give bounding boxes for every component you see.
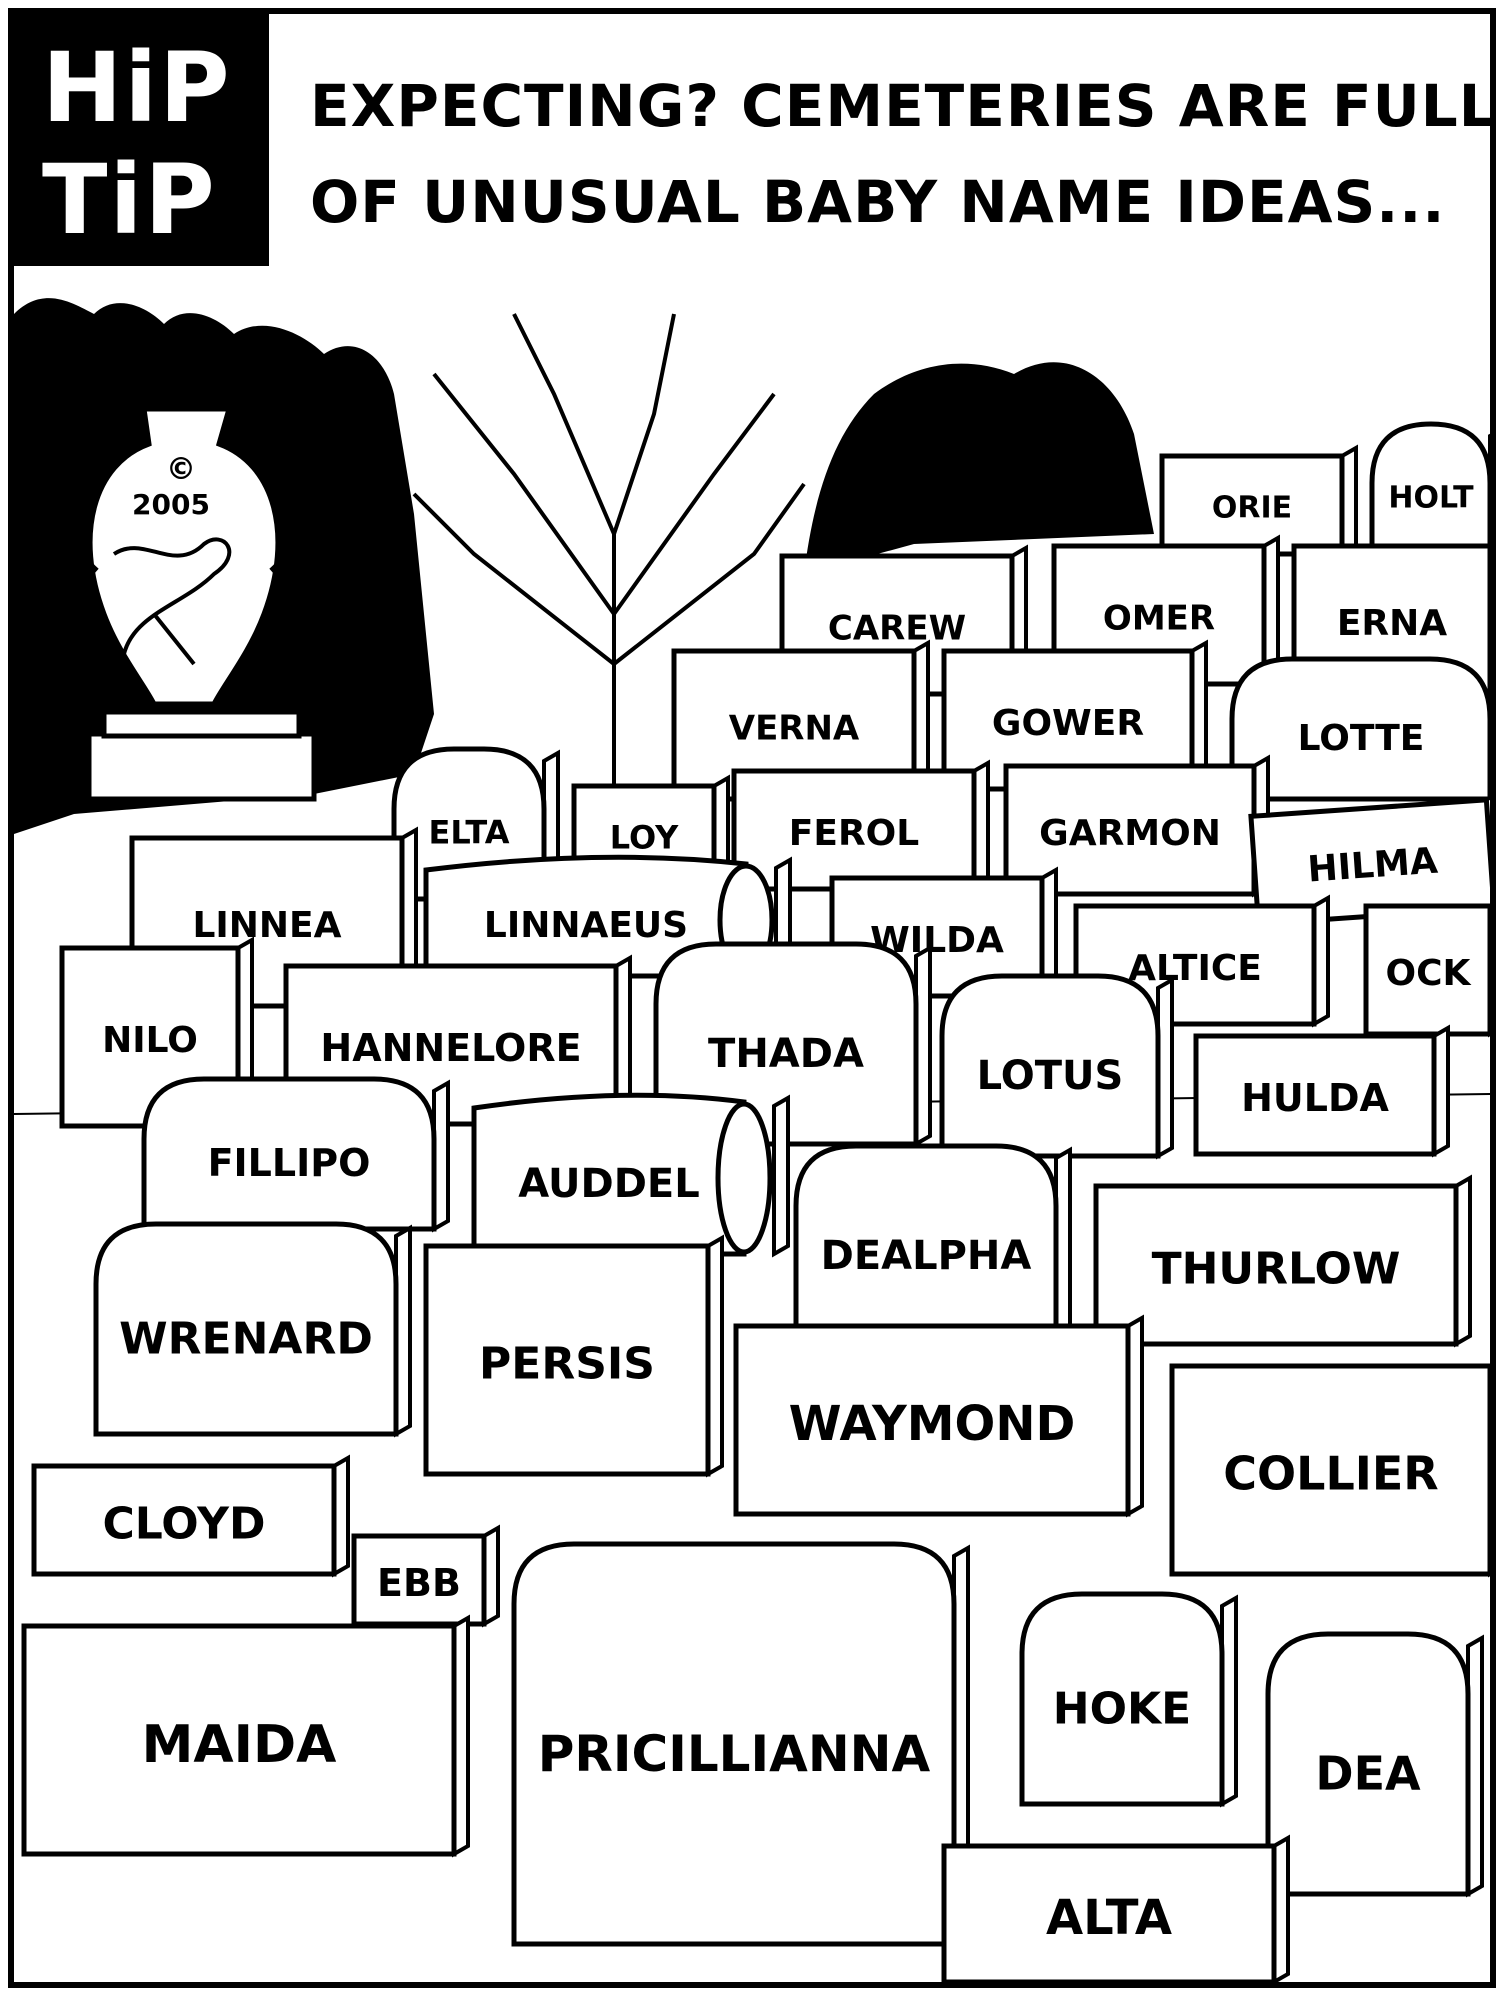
- tombstone-face: [1093, 1183, 1459, 1347]
- tombstone-maida: MAIDA: [21, 1614, 470, 1858]
- tombstone-face: [939, 973, 1161, 1159]
- tombstone-face: [1265, 1631, 1471, 1897]
- tombstone-face: [511, 1541, 957, 1947]
- tombstone-label: PRICILLIANNA: [538, 1725, 931, 1783]
- tombstone-auddel: AUDDEL: [471, 1092, 790, 1258]
- tombstone-label: AUDDEL: [518, 1161, 699, 1207]
- tombstone-label: WAYMOND: [789, 1396, 1076, 1452]
- tombstone-face: [941, 1843, 1277, 1982]
- tombstone-label: HILMA: [1306, 841, 1439, 891]
- tombstone-face: [423, 1243, 711, 1477]
- tombstone-label: COLLIER: [1223, 1446, 1438, 1500]
- tombstone-label: LINNEA: [192, 905, 341, 946]
- tombstone-face: [653, 941, 919, 1147]
- tombstone-face: [351, 1533, 487, 1627]
- tombstone-label: LOY: [610, 818, 679, 856]
- tombstone-holt: HOLT: [1369, 421, 1490, 558]
- hip-tip-badge: HiP TiP: [14, 14, 269, 266]
- tombstone-label: CLOYD: [103, 1498, 266, 1549]
- artist-signature-icon: [112, 537, 232, 666]
- tombstone-wrenard: WRENARD: [93, 1221, 412, 1438]
- tombstone-label: FEROL: [789, 813, 919, 854]
- tombstone-face: [141, 1076, 437, 1232]
- cemetery-illustration: © 2005 ORIE HOLT CAREW OMER ERNA VERNA GOWER LO…: [14, 298, 1490, 1982]
- tombstone-alta: ALTA: [941, 1834, 1290, 1982]
- tombstone-orie: ORIE: [1159, 444, 1358, 558]
- copyright-symbol: ©: [166, 452, 196, 487]
- tombstone-label: MAIDA: [142, 1715, 337, 1775]
- caption-line-2: OF UNUSUAL BABY NAME IDEAS...: [310, 168, 1446, 236]
- tombstone-label: OCK: [1386, 953, 1472, 994]
- tombstone-face: [1169, 1363, 1490, 1577]
- tombstone-label: ALTA: [1046, 1890, 1172, 1946]
- tombstone-face: [21, 1623, 457, 1857]
- tombstone-face: [1363, 903, 1490, 1037]
- urn: © 2005: [56, 406, 317, 802]
- tombstone-label: ORIE: [1212, 491, 1292, 526]
- tombstone-label: HOKE: [1053, 1683, 1191, 1734]
- caption: EXPECTING? CEMETERIES ARE FULL OF UNUSUA…: [310, 58, 1496, 250]
- tombstone-lotus: LOTUS: [939, 973, 1174, 1160]
- tombstone-garmon: GARMON: [1003, 754, 1270, 898]
- tombstone-cloyd: CLOYD: [31, 1454, 350, 1578]
- tombstone-hulda: HULDA: [1193, 1024, 1450, 1158]
- tombstone-pricillianna: PRICILLIANNA: [511, 1541, 970, 1948]
- tombstone-face: [1229, 656, 1490, 802]
- comic-panel: © 2005 ORIE HOLT CAREW OMER ERNA VERNA GOWER LO…: [8, 8, 1496, 1988]
- tombstone-label: NILO: [102, 1020, 198, 1061]
- tombstone-label: FILLIPO: [208, 1141, 371, 1185]
- tombstones-group: ORIE HOLT CAREW OMER ERNA VERNA GOWER LOTTE ELTA…: [21, 421, 1490, 1982]
- tombstone-hoke: HOKE: [1019, 1591, 1238, 1808]
- tombstone-label: ERNA: [1337, 603, 1447, 644]
- tombstone-lotte: LOTTE: [1229, 656, 1490, 803]
- tombstone-label: THURLOW: [1152, 1243, 1401, 1294]
- tombstone-label: CAREW: [828, 608, 966, 648]
- tombstone-face: [1193, 1033, 1437, 1157]
- tombstone-face: [793, 1143, 1059, 1349]
- tombstone-label: DEALPHA: [821, 1233, 1032, 1279]
- tombstone-label: OMER: [1103, 598, 1215, 638]
- tombstone-thurlow: THURLOW: [1093, 1174, 1472, 1348]
- tombstone-face: [1369, 421, 1490, 557]
- tombstone-label: DEA: [1315, 1746, 1421, 1800]
- tombstone-label: HOLT: [1388, 481, 1474, 516]
- tombstone-side: [772, 1094, 790, 1258]
- badge-line-1: HiP: [42, 32, 232, 144]
- tombstone-persis: PERSIS: [423, 1234, 724, 1478]
- tombstone-label: PERSIS: [479, 1338, 655, 1389]
- tombstone-face: [733, 1323, 1131, 1517]
- tombstone-hilma: HILMA: [1248, 787, 1490, 927]
- tombstone-face: [31, 1463, 337, 1577]
- tombstone-dealpha: DEALPHA: [793, 1143, 1072, 1350]
- tombstone-ebb: EBB: [351, 1524, 500, 1628]
- tombstone-label: VERNA: [729, 708, 860, 748]
- tombstone-fillipo: FILLIPO: [141, 1076, 450, 1233]
- tombstone-face: [1248, 797, 1490, 927]
- tombstone-label: THADA: [708, 1031, 864, 1077]
- tombstone-label: LOTUS: [977, 1053, 1124, 1099]
- tombstone-label: LOTTE: [1298, 718, 1425, 759]
- tombstone-label: LINNAEUS: [484, 905, 688, 946]
- tombstone-label: GOWER: [992, 703, 1144, 744]
- tombstone-label: EBB: [377, 1561, 461, 1605]
- bare-tree: [412, 313, 806, 814]
- tombstone-ferol: FEROL: [731, 759, 990, 893]
- tombstone-face: [93, 1221, 399, 1437]
- tombstone-label: ALTICE: [1128, 948, 1262, 989]
- badge-line-2: TiP: [42, 144, 217, 256]
- tombstone-label: HANNELORE: [320, 1026, 581, 1070]
- tombstone-ock: OCK: [1363, 903, 1490, 1038]
- tombstone-label: WRENARD: [119, 1313, 373, 1364]
- copyright-year: 2005: [132, 488, 210, 521]
- tombstone-thada: THADA: [653, 941, 932, 1148]
- tombstone-collier: COLLIER: [1169, 1363, 1490, 1578]
- caption-line-1: EXPECTING? CEMETERIES ARE FULL: [310, 72, 1496, 140]
- tombstone-label: ELTA: [428, 813, 509, 851]
- scroll-roll-icon: [715, 1101, 773, 1255]
- tombstone-label: HULDA: [1241, 1076, 1389, 1120]
- tombstone-face: [1019, 1591, 1225, 1807]
- tombstone-dea: DEA: [1265, 1631, 1484, 1898]
- tombstone-waymond: WAYMOND: [733, 1314, 1144, 1518]
- tombstone-label: GARMON: [1039, 813, 1221, 854]
